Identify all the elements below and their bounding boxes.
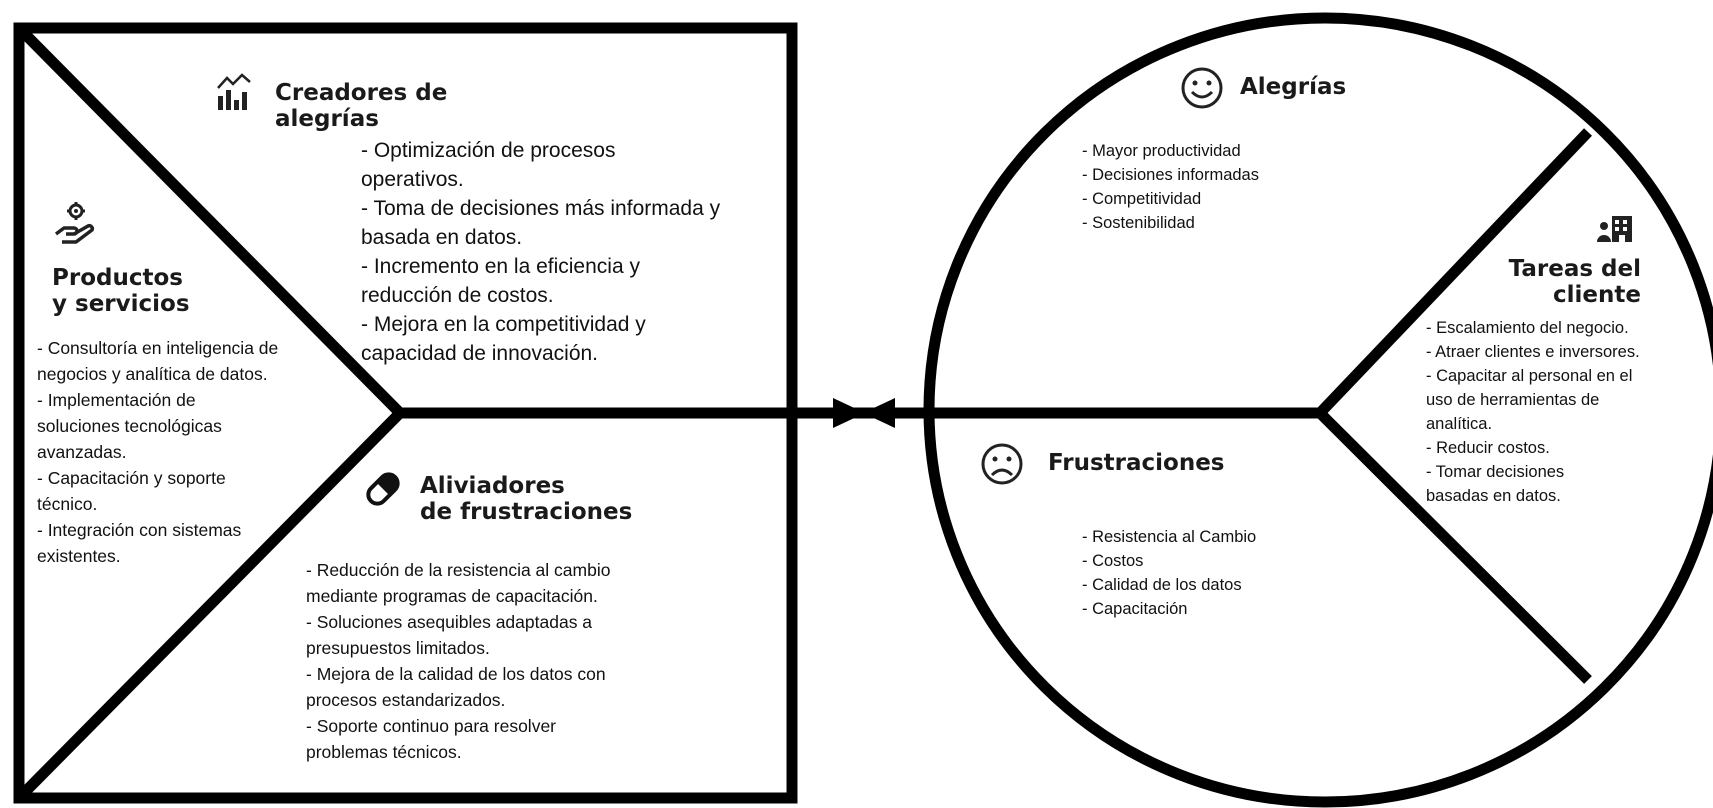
pain-relievers-title: Aliviadores de frustraciones <box>420 473 632 525</box>
gain-creator-item: - Incremento en la eficiencia y reducció… <box>361 255 640 307</box>
job-item: - Escalamiento del negocio. <box>1426 319 1629 337</box>
gain-creators-title-line1: Creadores de <box>275 80 448 106</box>
products-services-title-line2: y servicios <box>52 291 190 317</box>
gain-item: - Mayor productividad <box>1082 142 1241 160</box>
pain-reliever-item: - Reducción de la resistencia al cambio … <box>306 560 611 606</box>
hand-gear-icon <box>52 200 98 251</box>
divider-bottom-diagonal <box>15 409 404 802</box>
products-services-title-line1: Productos <box>52 265 183 291</box>
pain-item: - Resistencia al Cambio <box>1082 528 1257 546</box>
arrow-left-head <box>863 398 895 428</box>
gain-creators-list: - Optimización de procesos operativos. -… <box>361 136 781 368</box>
job-item: - Capacitar al personal en el uso de her… <box>1426 367 1633 433</box>
pains-list: - Resistencia al Cambio - Costos - Calid… <box>1082 525 1382 621</box>
chart-bars-icon <box>215 72 253 117</box>
customer-profile-circle <box>923 12 1713 808</box>
pain-item: - Costos <box>1082 552 1144 570</box>
gain-creators-title-line2: alegrías <box>275 106 379 132</box>
gain-creator-item: - Toma de decisiones más informada y bas… <box>361 197 721 249</box>
gain-item: - Sostenibilidad <box>1082 214 1195 232</box>
pain-item: - Capacitación <box>1082 600 1188 618</box>
product-service-item: - Capacitación y soporte técnico. <box>37 468 226 514</box>
pain-reliever-item: - Mejora de la calidad de los datos con … <box>306 664 606 710</box>
divider-top-diagonal <box>15 24 404 417</box>
jobs-title: Tareas del cliente <box>1505 256 1641 308</box>
gains-title: Alegrías <box>1240 74 1347 100</box>
frown-icon <box>980 442 1024 491</box>
job-item: - Atraer clientes e inversores. <box>1426 343 1640 361</box>
gain-item: - Competitividad <box>1082 190 1202 208</box>
pain-reliever-item: - Soluciones asequibles adaptadas a pres… <box>306 612 593 658</box>
divider-jobs-bottom <box>1316 409 1592 684</box>
pain-reliever-item: - Soporte continuo para resolver problem… <box>306 716 556 762</box>
products-services-title: Productos y servicios <box>52 265 190 317</box>
pill-icon <box>362 468 404 515</box>
pain-item: - Calidad de los datos <box>1082 576 1242 594</box>
products-services-list: - Consultoría en inteligencia de negocio… <box>37 335 337 569</box>
gains-list: - Mayor productividad - Decisiones infor… <box>1082 139 1342 235</box>
arrow-right-head <box>833 398 865 428</box>
gain-item: - Decisiones informadas <box>1082 166 1259 184</box>
person-building-icon <box>1597 214 1635 249</box>
job-item: - Reducir costos. <box>1426 439 1550 457</box>
gain-creator-item: - Optimización de procesos operativos. <box>361 139 616 191</box>
pain-relievers-list: - Reducción de la resistencia al cambio … <box>306 557 736 765</box>
product-service-item: - Consultoría en inteligencia de negocio… <box>37 338 279 384</box>
product-service-item: - Implementación de soluciones tecnológi… <box>37 390 222 462</box>
jobs-title-line1: Tareas del <box>1508 256 1641 282</box>
job-item: - Tomar decisiones basadas en datos. <box>1426 463 1565 505</box>
pain-relievers-title-line2: de frustraciones <box>420 499 633 525</box>
jobs-list: - Escalamiento del negocio. - Atraer cli… <box>1426 316 1706 508</box>
jobs-title-line2: cliente <box>1553 282 1641 308</box>
product-service-item: - Integración con sistemas existentes. <box>37 520 242 566</box>
divider-jobs-top <box>1316 128 1592 417</box>
smiley-icon <box>1180 66 1224 115</box>
gain-creators-title: Creadores de alegrías <box>275 80 447 132</box>
gain-creator-item: - Mejora en la competitividad y capacida… <box>361 313 646 365</box>
pains-title: Frustraciones <box>1048 450 1225 476</box>
pain-relievers-title-line1: Aliviadores <box>420 473 565 499</box>
